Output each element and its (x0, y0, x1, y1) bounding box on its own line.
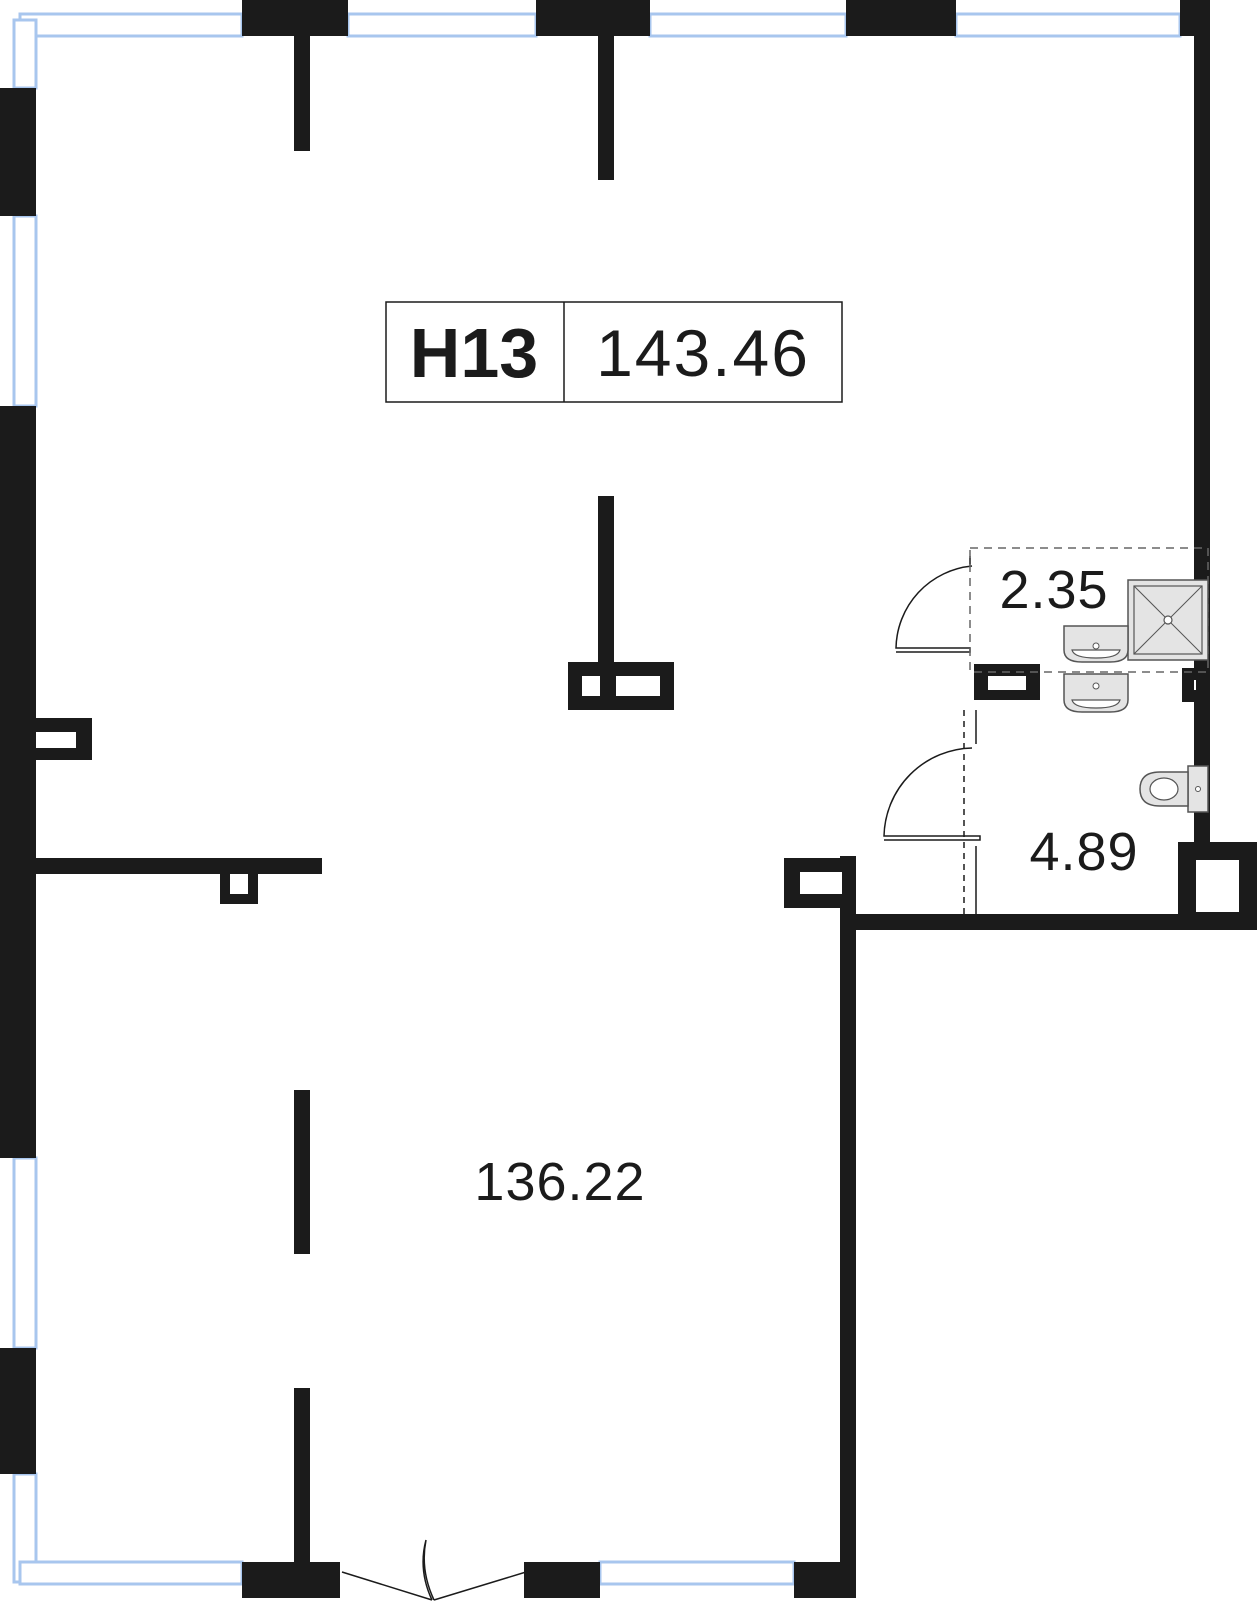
wall-hall-right (840, 856, 856, 1598)
room-area-wc: 4.89 (1029, 822, 1138, 882)
room-area-shower: 2.35 (999, 560, 1108, 620)
column-top-3 (846, 0, 956, 36)
toilet-icon (1139, 765, 1209, 813)
windows (12, 12, 1182, 1586)
partition-horizontal (36, 858, 322, 874)
column-top-2 (536, 0, 650, 36)
room-area-main-hall: 136.22 (474, 1152, 645, 1212)
doors (341, 556, 981, 1601)
window-left-2 (12, 214, 38, 408)
window-left-3 (12, 1156, 38, 1350)
column-top-1 (242, 0, 348, 36)
wall-block-bottom (840, 914, 1257, 930)
partition-lower-2 (294, 1388, 310, 1562)
window-top-1 (18, 12, 244, 38)
door-swing-icon (883, 747, 981, 841)
wall-left-3 (0, 1348, 36, 1474)
partition-top-2 (598, 36, 614, 180)
window-top-3 (648, 12, 848, 38)
window-top-4 (954, 12, 1182, 38)
partition-lower-1 (294, 1090, 310, 1254)
unit-label: Н13 143.46 (385, 301, 843, 403)
column-bottom-2 (524, 1562, 600, 1598)
wall-right (1194, 0, 1210, 850)
shower-icon (1127, 579, 1209, 661)
unit-code: Н13 (410, 314, 538, 392)
partition-top-1 (294, 36, 310, 151)
sink-icon (1063, 625, 1129, 663)
window-bottom-1 (18, 1560, 244, 1586)
wall-left-1 (0, 88, 36, 216)
door-swing-icon (895, 565, 973, 653)
sink-icon (1063, 673, 1129, 713)
window-left-1 (12, 18, 38, 90)
door-swing-icon (341, 1539, 527, 1601)
window-top-2 (346, 12, 538, 38)
unit-total-area: 143.46 (596, 316, 810, 390)
column-bottom-1 (242, 1562, 340, 1598)
partition-center (598, 496, 614, 672)
wall-left-2 (0, 406, 36, 1158)
window-bottom-2 (598, 1560, 796, 1586)
